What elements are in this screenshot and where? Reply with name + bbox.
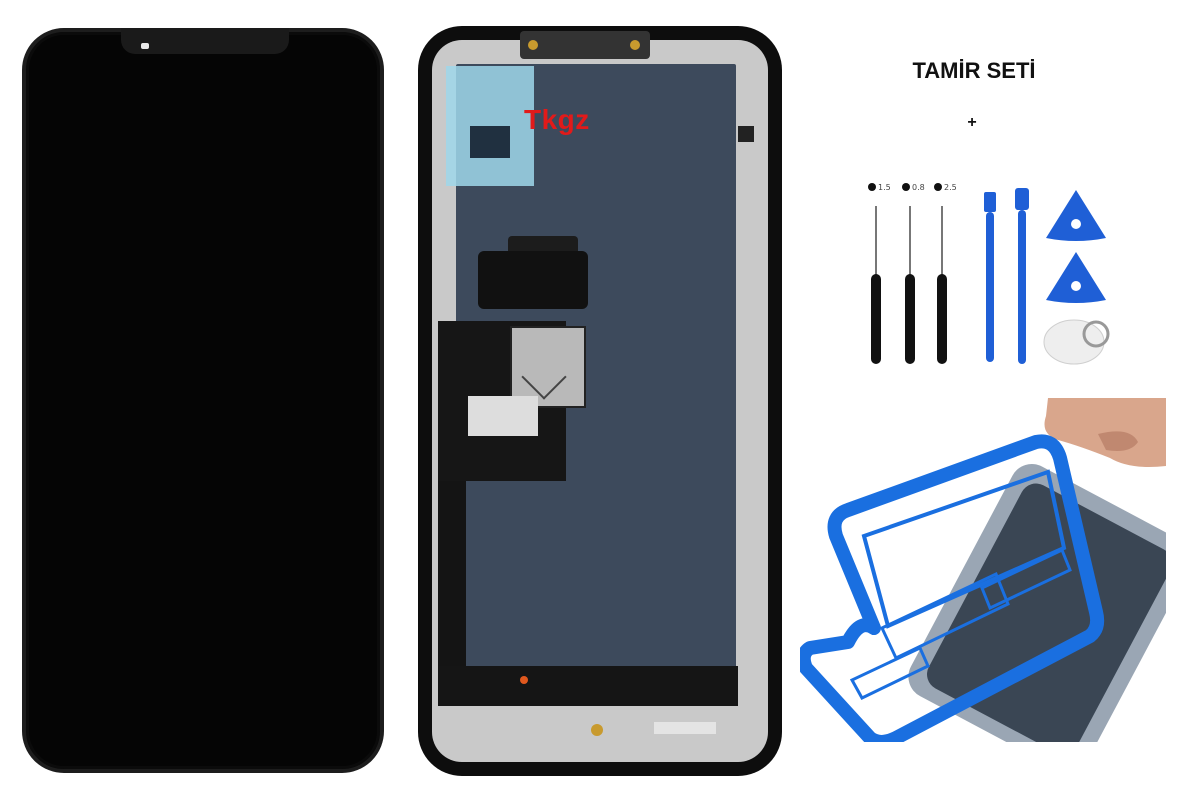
screw bbox=[630, 40, 640, 50]
kit-title: TAMİR SETİ bbox=[912, 58, 1036, 83]
display-back bbox=[418, 26, 782, 776]
metal-plate bbox=[510, 326, 586, 408]
screwdriver-icon: 2.5 bbox=[930, 180, 958, 371]
kit-plus: + bbox=[967, 114, 977, 131]
top-bracket bbox=[520, 31, 650, 59]
bottom-strip bbox=[438, 666, 738, 706]
screwdriver-size-label: 1.5 bbox=[878, 183, 891, 192]
opening-pick-icon bbox=[1044, 188, 1108, 249]
adhesive-photo bbox=[796, 398, 1180, 772]
screw bbox=[591, 724, 603, 736]
screen-notch bbox=[121, 28, 289, 54]
panel-sticker bbox=[470, 126, 510, 158]
chip-label bbox=[468, 396, 538, 436]
front-camera bbox=[141, 43, 149, 49]
screwdriver-icon: 1.5 bbox=[866, 180, 894, 371]
suction-cup-icon bbox=[1040, 312, 1116, 371]
pry-tool-icon bbox=[1012, 188, 1032, 371]
ribbon-cable bbox=[438, 481, 466, 681]
screw bbox=[528, 40, 538, 50]
screwdriver-icon: 0.8 bbox=[898, 180, 926, 371]
front-screen bbox=[22, 28, 384, 773]
screwdriver-size-label: 0.8 bbox=[912, 183, 925, 192]
side-bracket bbox=[738, 126, 754, 142]
indicator-dot bbox=[520, 676, 528, 684]
flex-cable bbox=[478, 251, 588, 309]
bottom-label bbox=[654, 722, 716, 734]
opening-pick-icon bbox=[1044, 250, 1108, 311]
screwdriver-size-label: 2.5 bbox=[944, 183, 957, 192]
watermark-text: Tkgz bbox=[524, 104, 590, 135]
pry-tool-icon bbox=[980, 192, 1000, 371]
